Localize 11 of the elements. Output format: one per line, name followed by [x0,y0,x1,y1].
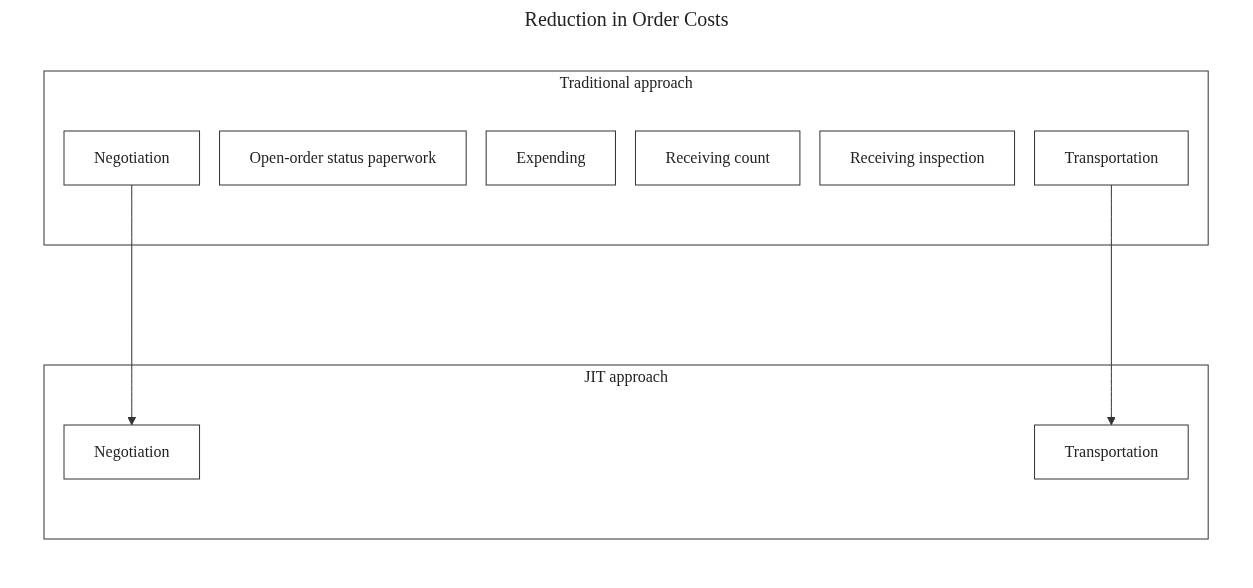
node-box: Open-order status paperwork [219,130,468,186]
arrow [1107,184,1117,426]
diagram-title: Reduction in Order Costs [523,8,730,31]
node-box: Receiving inspection [819,130,1016,186]
node-box: Negotiation [63,424,201,480]
node-box: Negotiation [63,130,201,186]
node-box: Transportation [1034,130,1190,186]
node-box: Receiving count [635,130,801,186]
node-box: Transportation [1034,424,1190,480]
arrow [127,184,137,426]
node-box: Expending [486,130,617,186]
